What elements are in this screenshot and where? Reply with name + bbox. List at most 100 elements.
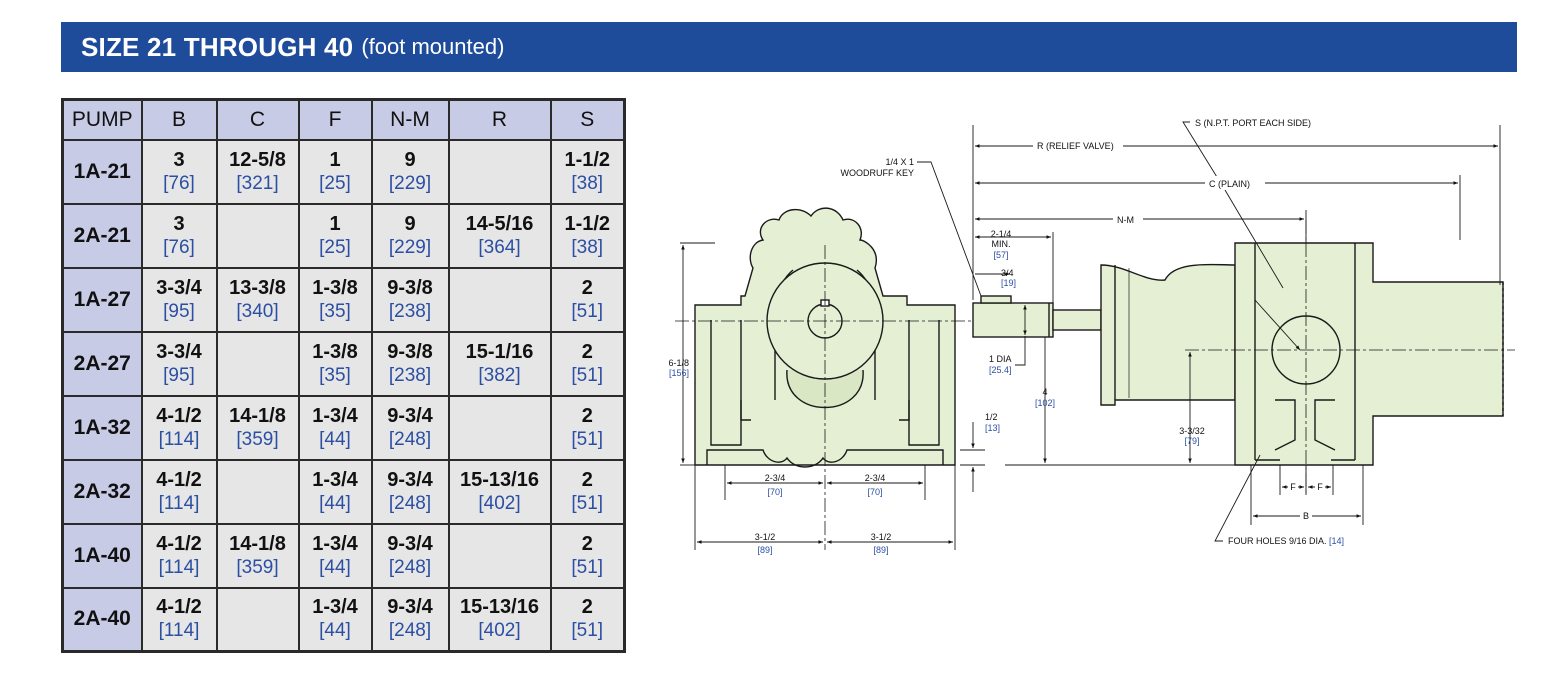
cell-nm: 9-3/4[248]	[370, 586, 450, 653]
cell-r	[447, 522, 552, 589]
min-mm: [57]	[993, 250, 1008, 260]
cell-s: 1-1/2[38]	[549, 202, 626, 269]
pump-dimension-drawing: 1/4 X 1 WOODRUFF KEY 6-1/8 [156] 2-3/4 […	[668, 118, 1515, 555]
value-inches: 9-3/4	[387, 468, 433, 491]
cell-c: 13-3/8[340]	[215, 266, 300, 333]
b-label: B	[1303, 511, 1309, 521]
value-inches: 15-1/16	[465, 340, 534, 363]
shaft-ht-in: 4	[1042, 387, 1047, 397]
value-inches: 2	[581, 596, 593, 619]
value-inches: 3	[173, 212, 185, 235]
cell-f: 1[25]	[297, 138, 373, 205]
cell-c: 14-1/8[359]	[215, 522, 300, 589]
value-mm: [51]	[571, 364, 604, 386]
value-mm: [38]	[571, 172, 604, 194]
value-inches: 9	[404, 212, 416, 235]
cell-r	[447, 394, 552, 461]
value-inches: 13-3/8	[229, 276, 286, 299]
value-inches: 2	[581, 340, 593, 363]
value-mm: [76]	[163, 172, 195, 194]
value-mm: [229]	[388, 236, 432, 258]
value-inches: 2	[581, 404, 593, 427]
f-right-label: F	[1317, 482, 1323, 492]
cell-b: 3-3/4[95]	[140, 266, 218, 333]
holes-label: FOUR HOLES 9/16 DIA.	[1228, 536, 1327, 546]
value-mm: [248]	[388, 620, 432, 642]
value-inches: 1-3/4	[312, 532, 358, 555]
value-inches: 15-13/16	[460, 596, 539, 619]
foot-left-mm: [70]	[767, 487, 782, 497]
f-left-label: F	[1290, 482, 1296, 492]
key-len-in: 3/4	[1001, 268, 1014, 278]
cell-f: 1[25]	[297, 202, 373, 269]
value-inches: 3	[173, 148, 185, 171]
nm-label: N-M	[1117, 215, 1134, 225]
cell-nm: 9[229]	[370, 202, 450, 269]
half-left-mm: [89]	[757, 545, 772, 555]
cell-f: 1-3/4[44]	[297, 394, 373, 461]
value-mm: [76]	[163, 236, 195, 258]
cell-nm: 9[229]	[370, 138, 450, 205]
value-inches: 1-3/4	[312, 468, 358, 491]
banner-subtitle: (foot mounted)	[361, 34, 505, 59]
value-mm: [114]	[158, 556, 200, 578]
value-inches: 1	[329, 148, 341, 171]
dia-mm: [25.4]	[989, 365, 1012, 375]
cell-c	[215, 202, 300, 269]
value-mm: [51]	[571, 300, 604, 322]
cell-c: 12-5/8[321]	[215, 138, 300, 205]
value-mm: [229]	[388, 172, 432, 194]
value-mm: [364]	[478, 236, 521, 258]
value-inches: 4-1/2	[156, 468, 202, 491]
cell-b: 4-1/2[114]	[140, 522, 218, 589]
cell-s: 1-1/2[38]	[549, 138, 626, 205]
header-b: B	[140, 98, 218, 141]
table-header-row: PUMP B C F N-M R S	[61, 98, 626, 141]
cell-f: 1-3/4[44]	[297, 458, 373, 525]
cell-b: 3[76]	[140, 138, 218, 205]
value-mm: [38]	[571, 236, 604, 258]
half-right-in: 3-1/2	[871, 532, 892, 542]
value-inches: 2	[581, 468, 593, 491]
pump-cell: 2A-32	[61, 458, 143, 525]
value-mm: [44]	[319, 492, 351, 514]
cell-r	[447, 266, 552, 333]
bearing-housing	[1100, 263, 1236, 406]
cell-c	[215, 586, 300, 653]
value-mm: [44]	[319, 556, 351, 578]
holes-mm: [14]	[1329, 536, 1344, 546]
cell-f: 1-3/4[44]	[297, 586, 373, 653]
pump-cell: 2A-21	[61, 202, 143, 269]
value-mm: [51]	[571, 556, 604, 578]
cell-s: 2[51]	[549, 330, 626, 397]
cell-c	[215, 458, 300, 525]
value-mm: [25]	[319, 236, 351, 258]
value-mm: [44]	[319, 428, 351, 450]
cell-r: 15-13/16[402]	[447, 586, 552, 653]
header-c: C	[215, 98, 300, 141]
dia-label: 1 DIA	[989, 354, 1012, 364]
value-mm: [359]	[236, 428, 279, 450]
value-mm: [238]	[388, 364, 432, 386]
value-mm: [321]	[236, 172, 279, 194]
foot-thk-mm: [13]	[985, 423, 1000, 433]
value-inches: 4-1/2	[156, 596, 202, 619]
cell-nm: 9-3/8[238]	[370, 330, 450, 397]
min-in: 2-1/4	[991, 229, 1012, 239]
value-mm: [402]	[478, 620, 521, 642]
cell-f: 1-3/8[35]	[297, 330, 373, 397]
cell-nm: 9-3/8[238]	[370, 266, 450, 333]
value-inches: 1-1/2	[564, 148, 611, 171]
value-inches: 3-3/4	[156, 340, 202, 363]
foot-thk-in: 1/2	[985, 412, 998, 422]
cell-c: 14-1/8[359]	[215, 394, 300, 461]
half-left-in: 3-1/2	[755, 532, 776, 542]
value-mm: [25]	[319, 172, 351, 194]
shaft-tip	[972, 302, 1054, 338]
value-inches: 1-3/8	[312, 276, 358, 299]
